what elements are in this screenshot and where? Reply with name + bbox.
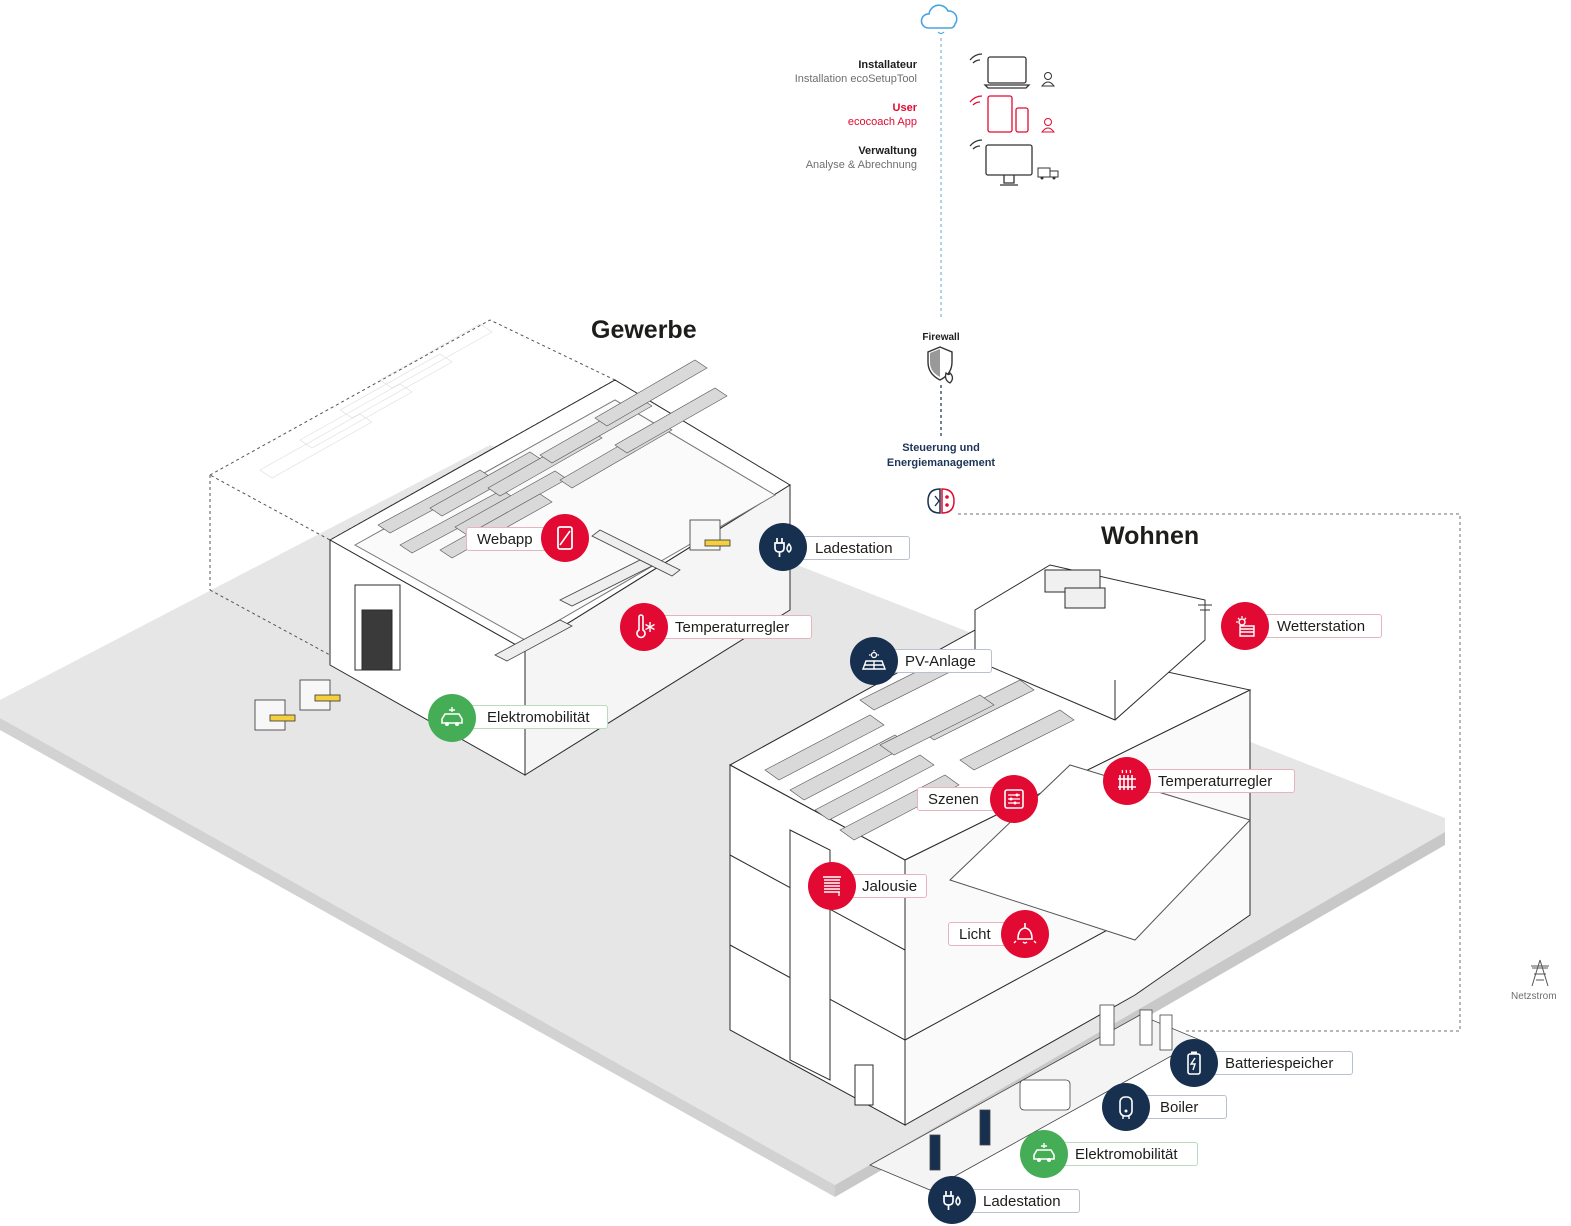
role-subtitle-user: ecocoach App <box>847 116 917 128</box>
role-subtitle-installer: Installation ecoSetupTool <box>794 73 917 85</box>
scenes-badge <box>990 775 1038 823</box>
grid-label: Netzstrom <box>1511 991 1557 1002</box>
ladestation-commercial-badge <box>759 523 807 571</box>
control-label-line1: Steuerung und <box>902 442 980 454</box>
charger-plug-icon <box>774 538 792 557</box>
callout-pv-label: PV-Anlage <box>905 652 976 670</box>
temperature-residential-badge <box>1103 757 1151 805</box>
brain-icon <box>927 488 955 514</box>
callout-emobility-residential-label: Elektromobilität <box>1075 1145 1178 1163</box>
solar-panel-icon <box>861 650 887 670</box>
callout-weather-station-label: Wetterstation <box>1277 617 1366 635</box>
callout-battery: Batteriespeicher <box>1200 1051 1353 1075</box>
admin-truck-icon <box>1037 167 1059 180</box>
power-pylon-icon <box>1531 959 1549 987</box>
callout-boiler-label: Boiler <box>1160 1098 1199 1116</box>
callout-boiler: Boiler <box>1135 1095 1227 1119</box>
callout-ladestation-commercial: Ladestation <box>790 536 910 560</box>
role-subtitle-admin: Analyse & Abrechnung <box>805 159 917 171</box>
emobility-residential-badge <box>1020 1130 1068 1178</box>
callout-temperature-residential: Temperaturregler <box>1133 769 1295 793</box>
desktop-icon <box>985 144 1033 186</box>
callout-ladestation-residential-label: Ladestation <box>983 1192 1061 1210</box>
callout-webapp-label: Webapp <box>477 530 533 548</box>
temperature-commercial-badge <box>620 603 668 651</box>
callout-blinds-label: Jalousie <box>862 877 918 895</box>
blinds-icon <box>823 876 841 896</box>
battery-badge <box>1170 1039 1218 1087</box>
control-label-line2: Energiemanagement <box>886 457 996 469</box>
tablet-icon <box>557 526 573 550</box>
callout-temperature-residential-label: Temperaturregler <box>1158 772 1273 790</box>
pv-badge <box>850 637 898 685</box>
battery-icon <box>1187 1051 1201 1075</box>
section-title-commercial: Gewerbe <box>591 316 697 344</box>
boiler-icon <box>1119 1096 1133 1119</box>
blinds-badge <box>808 862 856 910</box>
callout-light-label: Licht <box>959 925 991 943</box>
callout-pv: PV-Anlage <box>880 649 992 673</box>
tablet-phone-icon <box>987 95 1029 133</box>
callout-emobility-commercial-label: Elektromobilität <box>487 708 590 726</box>
role-title-admin: Verwaltung <box>858 145 917 157</box>
callout-ladestation-residential: Ladestation <box>958 1189 1080 1213</box>
callout-battery-label: Batteriespeicher <box>1225 1054 1334 1072</box>
electric-car-icon <box>441 707 463 726</box>
callout-temperature-commercial-label: Temperaturregler <box>675 618 790 636</box>
role-title-installer: Installateur <box>858 59 917 71</box>
forklifts <box>254 519 731 731</box>
thermometer-snowflake-icon <box>636 614 655 639</box>
callout-emobility-residential: Elektromobilität <box>1050 1142 1198 1166</box>
firewall-label: Firewall <box>922 332 960 343</box>
scene-list-icon <box>1004 789 1024 809</box>
conveyor <box>494 529 681 662</box>
weather-station-badge <box>1221 602 1269 650</box>
ceiling-lamp-icon <box>1013 923 1037 944</box>
light-badge <box>1001 910 1049 958</box>
callout-scenes: Szenen <box>917 787 997 811</box>
callout-ladestation-commercial-label: Ladestation <box>815 539 893 557</box>
callout-emobility-commercial: Elektromobilität <box>462 705 608 729</box>
electric-car-icon <box>1033 1143 1055 1162</box>
callout-weather-station: Wetterstation <box>1252 614 1382 638</box>
user-person-icon <box>1040 118 1056 133</box>
commercial-solar-panels <box>377 359 728 559</box>
weather-shutter-icon <box>1236 616 1255 637</box>
radiator-icon <box>1118 769 1136 790</box>
emobility-commercial-badge <box>428 694 476 742</box>
callout-temperature-commercial: Temperaturregler <box>650 615 812 639</box>
boiler-badge <box>1102 1083 1150 1131</box>
laptop-icon <box>983 56 1031 89</box>
garage-area <box>869 1004 1201 1191</box>
webapp-badge <box>541 514 589 562</box>
callout-scenes-label: Szenen <box>928 790 979 808</box>
weather-mast-icon <box>1198 604 1212 640</box>
role-title-user: User <box>892 102 917 114</box>
section-title-residential: Wohnen <box>1101 522 1200 550</box>
installer-person-icon <box>1040 72 1056 87</box>
charger-plug-icon <box>943 1191 961 1210</box>
shield-flame-icon <box>927 346 954 384</box>
cloud-icon <box>920 4 958 35</box>
ladestation-residential-badge <box>928 1176 976 1224</box>
